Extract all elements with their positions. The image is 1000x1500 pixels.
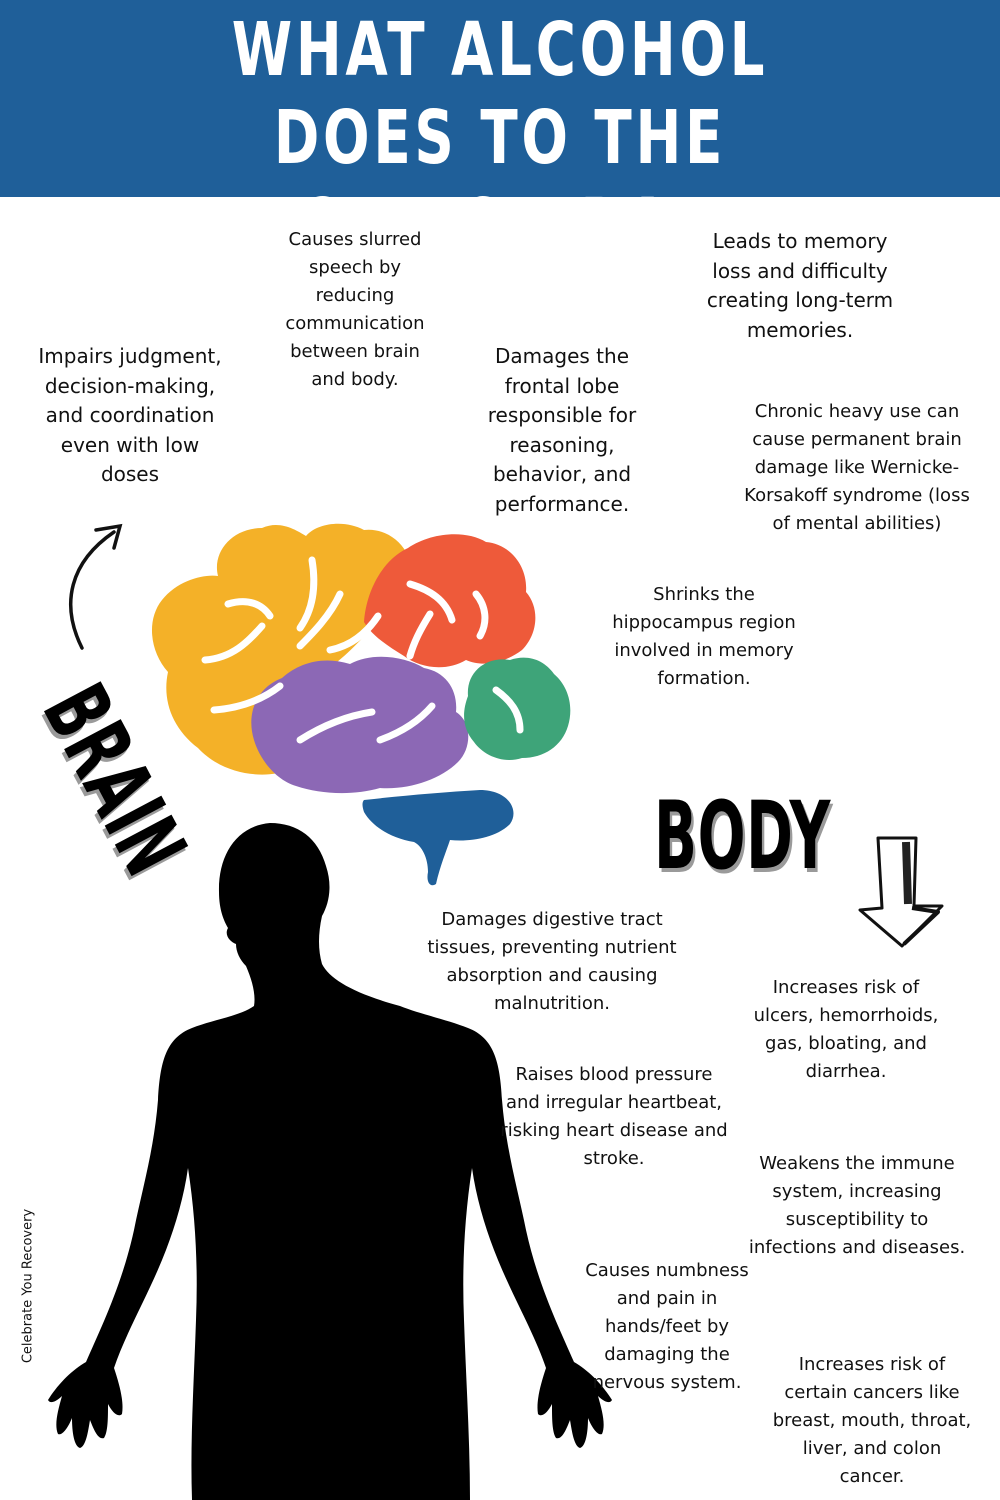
body-silhouette (48, 823, 612, 1500)
body-section-label: BODY (654, 782, 831, 891)
page-title: WHAT ALCOHOL DOES TO THE BODY & BRAIN (130, 6, 870, 270)
fact-cancer: Increases risk of certain cancers like b… (772, 1354, 972, 1487)
fact-hippocampus: Shrinks the hippocampus region involved … (612, 584, 796, 689)
fact-frontal-lobe: Damages the frontal lobe responsible for… (487, 344, 637, 516)
brain-graphic (151, 523, 571, 886)
fact-ulcers: Increases risk of ulcers, hemorrhoids, g… (753, 977, 939, 1082)
fact-memory-loss: Leads to memory loss and difficulty crea… (706, 229, 894, 342)
title-line-2: BODY & BRAIN (253, 183, 747, 269)
title-line-1: WHAT ALCOHOL DOES TO THE (231, 7, 769, 181)
brain-parietal-lobe (364, 534, 536, 668)
brain-arrow-icon (69, 523, 123, 650)
fact-chronic-damage: Chronic heavy use can cause permanent br… (744, 401, 970, 534)
fact-blood-pressure: Raises blood pressure and irregular hear… (500, 1064, 728, 1169)
fact-immune: Weakens the immune system, increasing su… (748, 1153, 966, 1258)
fact-nerves: Causes numbness and pain in hands/feet b… (585, 1260, 749, 1393)
brain-temporal-lobe (251, 656, 469, 794)
credit-text: Celebrate You Recovery (20, 1208, 36, 1364)
fact-digestive: Damages digestive tract tissues, prevent… (427, 909, 677, 1014)
fact-slurred-speech: Causes slurred speech by reducing commun… (285, 229, 425, 390)
body-arrow-icon (858, 836, 944, 948)
brain-cerebellum (362, 790, 514, 886)
title-banner: WHAT ALCOHOL DOES TO THE BODY & BRAIN (0, 0, 1000, 269)
fact-judgment: Impairs judgment, decision-making, and c… (38, 344, 222, 486)
